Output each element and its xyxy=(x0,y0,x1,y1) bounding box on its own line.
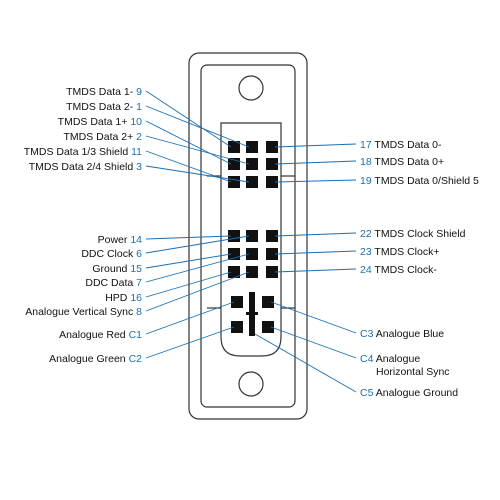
leader-pin-c5 xyxy=(254,333,357,393)
label-pin-15: Ground 15 xyxy=(92,263,142,275)
label-pin-11: TMDS Data 1/3 Shield 11 xyxy=(24,146,142,158)
leader-pin-16 xyxy=(145,271,232,298)
label-pin-23: 23 TMDS Clock+ xyxy=(360,246,439,258)
label-pin-8: Analogue Vertical Sync 8 xyxy=(25,306,142,318)
label-pin-2: TMDS Data 2+ 2 xyxy=(64,131,143,143)
leader-pin-7 xyxy=(145,253,250,283)
label-pin-1: TMDS Data 2- 1 xyxy=(66,101,142,113)
leader-pin-11 xyxy=(145,150,232,183)
label-pin-24: 24 TMDS Clock- xyxy=(360,264,437,276)
leader-pin-18 xyxy=(274,160,357,165)
screw-hole-bottom xyxy=(238,371,264,397)
label-pin-22: 22 TMDS Clock Shield xyxy=(360,228,466,240)
pin-9 xyxy=(228,141,240,153)
label-pin-18: 18 TMDS Data 0+ xyxy=(360,156,444,168)
label-pin-16: HPD 16 xyxy=(105,292,142,304)
pin-7 xyxy=(246,248,258,260)
leader-pin-c1 xyxy=(145,301,235,335)
pin-6 xyxy=(246,230,258,242)
leader-pin-19 xyxy=(274,179,357,183)
leader-pin-14 xyxy=(145,235,232,240)
leader-pin-10 xyxy=(145,120,232,165)
connector-outer-frame xyxy=(188,52,308,420)
label-pin-9: TMDS Data 1- 9 xyxy=(66,86,142,98)
label-pin-17: 17 TMDS Data 0- xyxy=(360,139,442,151)
left-labels: TMDS Data 1- 9 TMDS Data 2- 1 TMDS Data … xyxy=(24,86,142,365)
pin-18 xyxy=(266,158,278,170)
pin-22 xyxy=(266,230,278,242)
label-pin-c2: Analogue Green C2 xyxy=(49,353,142,365)
leader-pin-c4 xyxy=(270,326,357,359)
pin-c4 xyxy=(262,321,274,333)
leader-pin-9 xyxy=(145,90,232,148)
label-pin-3: TMDS Data 2/4 Shield 3 xyxy=(29,161,142,173)
pin-c5-blade-horizontal xyxy=(246,312,258,315)
connector-inner-frame xyxy=(200,64,296,408)
leader-pin-23 xyxy=(274,250,357,255)
leader-lines xyxy=(145,90,357,393)
connector-outline xyxy=(188,52,308,420)
leader-pin-24 xyxy=(274,268,357,273)
label-pin-14: Power 14 xyxy=(98,234,143,246)
label-pin-c4: C4 Analogue xyxy=(360,353,420,365)
label-pin-19: 19 TMDS Data 0/Shield 5 xyxy=(360,175,479,187)
pin-19 xyxy=(266,176,278,188)
leader-pin-1 xyxy=(145,105,250,148)
right-labels: 17 TMDS Data 0- 18 TMDS Data 0+ 19 TMDS … xyxy=(360,139,479,399)
connector-face xyxy=(220,122,282,357)
leader-pin-2 xyxy=(145,135,250,165)
pin-24 xyxy=(266,266,278,278)
leader-pin-c2 xyxy=(145,326,235,359)
screw-hole-top xyxy=(238,75,264,101)
label-pin-7: DDC Data 7 xyxy=(85,277,142,289)
pin-16 xyxy=(228,266,240,278)
label-pin-c5: C5 Analogue Ground xyxy=(360,387,458,399)
leader-pin-22 xyxy=(274,232,357,237)
label-pin-c3: C3 Analogue Blue xyxy=(360,328,444,340)
pin-17 xyxy=(266,141,278,153)
pin-grid xyxy=(228,141,278,336)
pin-c3 xyxy=(262,296,274,308)
leader-pin-17 xyxy=(274,143,357,148)
label-pin-c4-line2: Horizontal Sync xyxy=(376,366,450,378)
leader-pin-8 xyxy=(145,271,250,312)
label-pin-c1: Analogue Red C1 xyxy=(59,329,142,341)
leader-pin-c3 xyxy=(270,301,357,334)
pin-c1 xyxy=(231,296,243,308)
leader-pin-3 xyxy=(145,165,250,183)
label-pin-10: TMDS Data 1+ 10 xyxy=(58,116,142,128)
pin-8 xyxy=(246,266,258,278)
label-pin-6: DDC Clock 6 xyxy=(81,248,142,260)
pin-3 xyxy=(246,176,258,188)
pin-23 xyxy=(266,248,278,260)
pin-2 xyxy=(246,158,258,170)
pin-1 xyxy=(246,141,258,153)
pin-c2 xyxy=(231,321,243,333)
leader-pin-6 xyxy=(145,235,250,254)
leader-pin-15 xyxy=(145,253,232,269)
